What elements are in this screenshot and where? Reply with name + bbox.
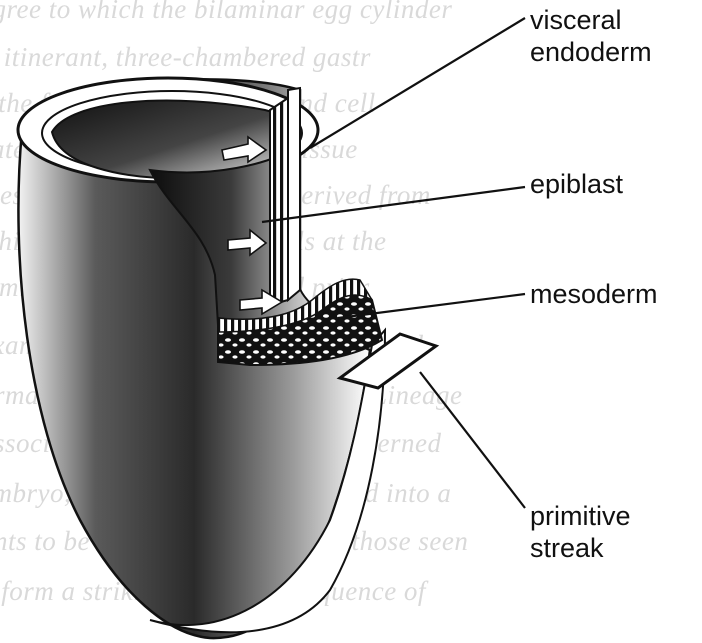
cut-wall-epiblast [270, 98, 288, 305]
label-primitive-streak: primitive streak [526, 500, 635, 564]
label-line: streak [530, 532, 631, 564]
leader-visceral-endoderm [310, 18, 525, 148]
leader-epiblast [262, 187, 525, 222]
label-mesoderm: mesoderm [526, 278, 662, 310]
label-visceral-endoderm: visceral endoderm [526, 4, 656, 68]
cut-wall-endoderm [288, 88, 300, 300]
label-line: visceral [530, 4, 652, 36]
label-line: endoderm [530, 36, 652, 68]
label-epiblast: epiblast [526, 168, 627, 200]
leader-primitive-streak [420, 372, 525, 508]
label-line: primitive [530, 500, 631, 532]
